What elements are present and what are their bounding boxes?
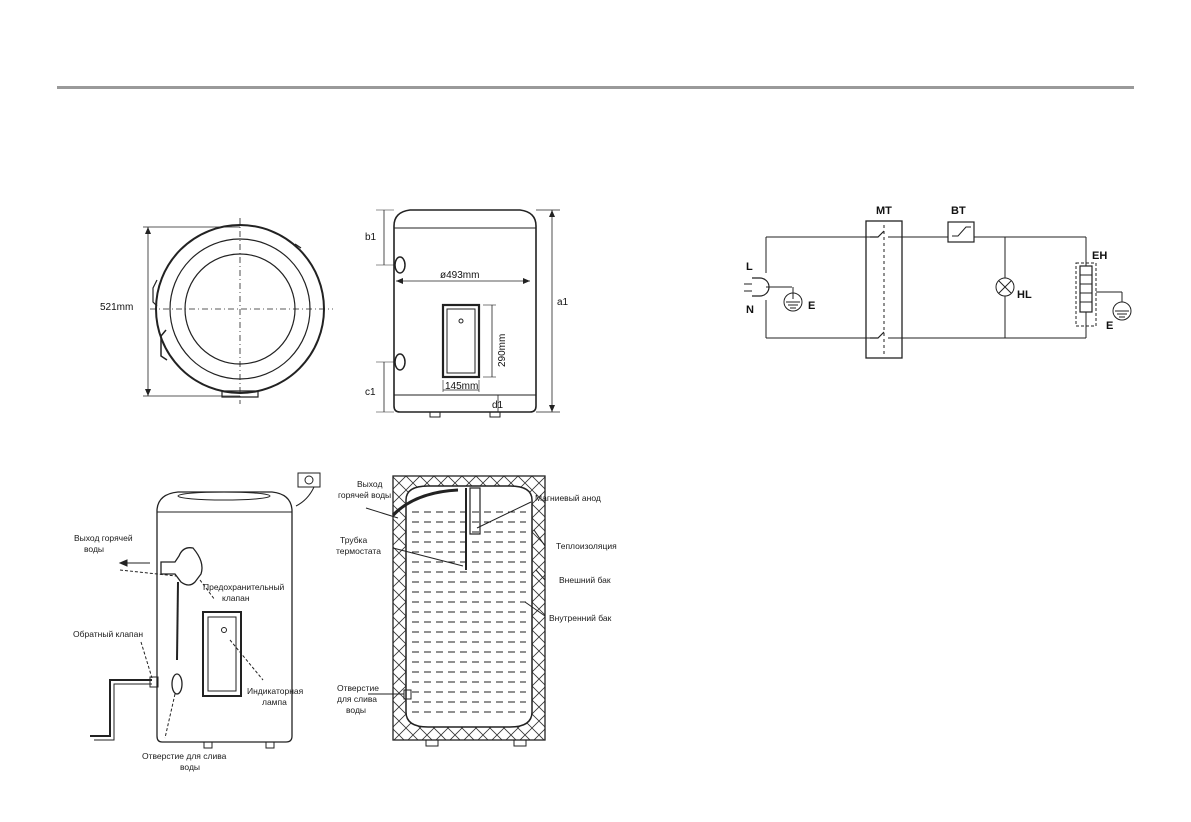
cross-section-drawing [365,475,546,747]
dimension-c1: c1 [365,387,376,398]
wiring-diagram [744,220,1132,359]
circuit-label-l: L [746,261,753,273]
circuit-label-mt: MT [876,205,892,217]
front-view-panel-width-label: 145mm [445,381,478,392]
dimension-a1: a1 [557,297,569,308]
circuit-label-bt: BT [951,205,966,217]
section-insulation-label: Теплоизоляция [556,541,617,551]
circuit-label-eh: EH [1092,250,1107,262]
circuit-label-n: N [746,304,754,316]
front-view-panel-height-label: 290mm [497,334,508,367]
circuit-label-e2: E [1106,320,1113,332]
section-anode-label: Магниевый анод [535,493,601,503]
dimension-d1: d1 [492,400,504,411]
section-outer-tank-label: Внешний бак [559,575,611,585]
dimension-b1: b1 [365,232,377,243]
circuit-label-e1: E [808,300,815,312]
top-view-width-label: 521mm [100,302,133,313]
outline-view-drawing [90,472,321,749]
front-view-diameter-label: ø493mm [440,270,479,281]
section-inner-tank-label: Внутренний бак [549,613,612,623]
outline-check-valve-label: Обратный клапан [73,629,143,639]
front-view-drawing [376,209,560,418]
header-rule [57,86,1134,89]
circuit-label-hl: HL [1017,289,1032,301]
top-view-drawing [143,218,333,404]
